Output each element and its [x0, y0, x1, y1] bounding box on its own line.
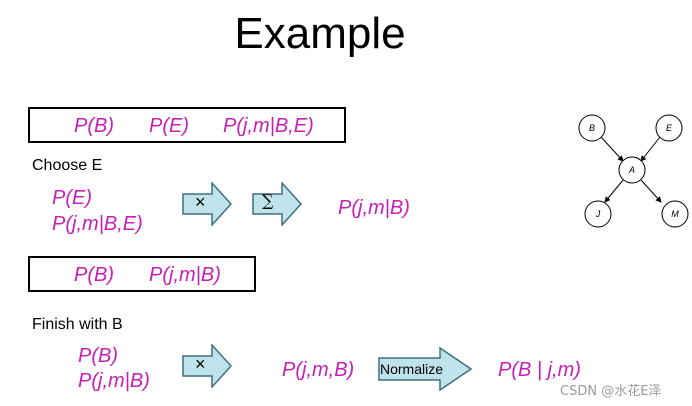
node-a: A [618, 156, 646, 184]
watermark: CSDN @水花E泽 [560, 384, 662, 399]
bayes-network-diagram: B E A J M [578, 114, 689, 228]
step1-input: P(j,m|B,E) [52, 213, 143, 235]
node-label: B [589, 123, 595, 133]
edge-b-a [600, 136, 624, 162]
step1-result: P(j,m|B) [338, 197, 410, 219]
factor-term: P(B) [74, 264, 114, 286]
factor-term: P(j,m|B) [149, 264, 221, 286]
step-label-finish-b: Finish with B [32, 316, 123, 333]
step2-product: P(j,m,B) [282, 359, 355, 381]
step2-input: P(j,m|B) [78, 370, 150, 392]
sum-arrow-icon [252, 182, 302, 226]
sum-symbol: ∑ [262, 191, 274, 210]
factor-box-after-e [28, 256, 256, 292]
edge-a-j [604, 179, 624, 203]
node-label: E [666, 123, 673, 133]
multiply-arrow-icon [182, 182, 232, 226]
multiply-symbol: × [195, 192, 206, 212]
step1-input: P(E) [52, 187, 92, 209]
node-label: A [628, 165, 635, 175]
step2-input: P(B) [78, 345, 118, 367]
factor-term: P(B) [74, 115, 114, 137]
factor-term: P(j,m|B,E) [223, 115, 314, 137]
node-e: E [655, 114, 683, 142]
edge-a-m [640, 179, 662, 203]
node-label: M [671, 209, 679, 219]
node-m: M [661, 200, 689, 228]
step2-result: P(B | j,m) [498, 359, 581, 381]
multiply-symbol: × [195, 354, 206, 374]
edge-e-a [640, 136, 661, 162]
slide-title: Example [234, 9, 406, 58]
normalize-label: Normalize [380, 361, 444, 377]
node-j: J [584, 200, 612, 228]
factor-box-initial [28, 107, 346, 143]
normalize-arrow-icon [378, 347, 472, 391]
step-label-choose-e: Choose E [32, 157, 103, 174]
factor-term: P(E) [149, 115, 189, 137]
node-label: J [595, 209, 601, 219]
multiply-arrow-icon [182, 344, 232, 388]
node-b: B [578, 114, 606, 142]
